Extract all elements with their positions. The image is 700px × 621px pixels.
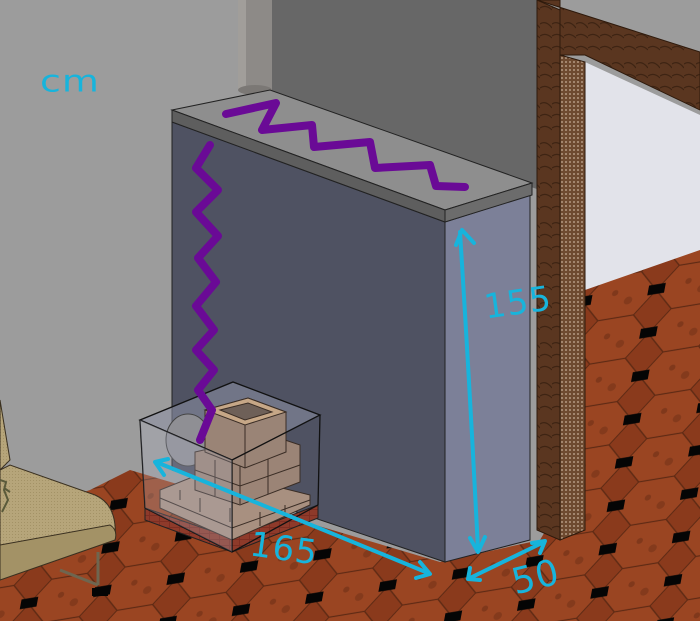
armchair <box>0 399 117 596</box>
length-dimension-label: 165 <box>247 524 321 574</box>
next-room-floor <box>585 250 700 621</box>
length-dimension-arrow <box>153 457 432 580</box>
height-dimension-arrow <box>454 228 487 554</box>
height-dimension-label: 155 <box>481 278 555 328</box>
door-frame-top <box>536 0 700 111</box>
heat-wall-cap-side-edge <box>444 182 533 223</box>
recess-wall <box>270 0 540 190</box>
depth-dimension-arrow <box>466 539 547 582</box>
door-frame-inner-edge <box>559 54 586 541</box>
heat-flow-squiggle-horizontal <box>222 99 469 191</box>
chimney-pipe <box>238 0 272 95</box>
next-room-wall <box>585 62 700 290</box>
door-frame-post <box>536 0 561 541</box>
firebox-stove <box>138 381 322 553</box>
heat-flow-squiggle-vertical <box>192 141 222 444</box>
unit-label: cm <box>40 63 100 99</box>
heat-wall-side <box>444 194 531 563</box>
tiled-floor <box>0 270 700 621</box>
